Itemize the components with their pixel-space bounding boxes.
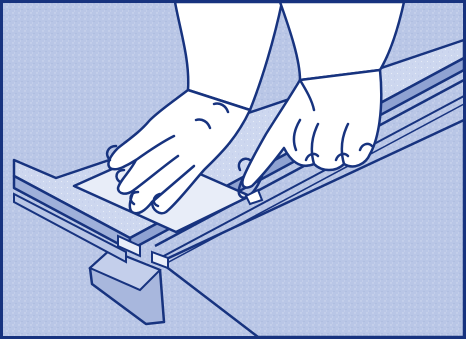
floor-installation-illustration [0, 0, 466, 339]
illustration-frame [0, 0, 466, 339]
